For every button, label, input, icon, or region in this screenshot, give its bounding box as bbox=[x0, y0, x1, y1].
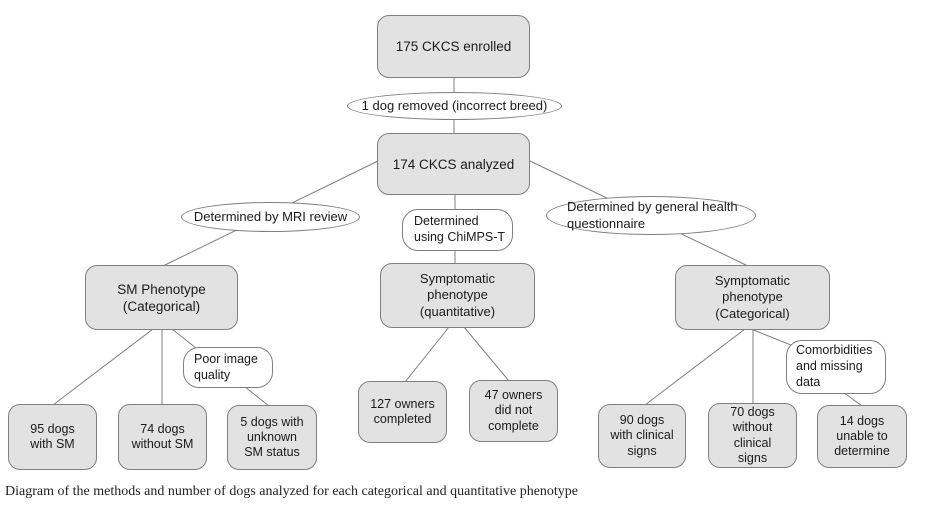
dogs-with-sm-box: 95 dogs with SM bbox=[8, 404, 97, 470]
dogs-clinical-signs-box: 90 dogs with clinical signs bbox=[598, 404, 686, 468]
dogs-without-sm-box: 74 dogs without SM bbox=[118, 404, 207, 470]
owners-completed-box: 127 owners completed bbox=[358, 381, 447, 443]
symptomatic-categorical-box: Symptomatic phenotype (Categorical) bbox=[675, 265, 830, 330]
analyzed-box: 174 CKCS analyzed bbox=[377, 133, 530, 195]
dogs-no-clinical-signs-box: 70 dogs without clinical signs bbox=[708, 403, 797, 468]
mri-review-label: Determined by MRI review bbox=[181, 202, 360, 232]
symptomatic-quantitative-box: Symptomatic phenotype (quantitative) bbox=[380, 263, 535, 328]
sm-phenotype-box: SM Phenotype (Categorical) bbox=[85, 265, 238, 330]
questionnaire-label: Determined by general health questionnai… bbox=[546, 196, 756, 235]
poor-image-quality-label: Poor image quality bbox=[183, 347, 273, 388]
removed-oval: 1 dog removed (incorrect breed) bbox=[347, 92, 562, 120]
chimps-label: Determined using ChiMPS-T bbox=[402, 209, 513, 251]
owners-not-completed-box: 47 owners did not complete bbox=[469, 380, 558, 442]
dogs-unable-determine-box: 14 dogs unable to determine bbox=[817, 405, 907, 468]
figure-caption: Diagram of the methods and number of dog… bbox=[5, 484, 579, 499]
enrolled-box: 175 CKCS enrolled bbox=[377, 15, 530, 78]
dogs-unknown-sm-box: 5 dogs with unknown SM status bbox=[227, 405, 317, 470]
comorbidities-label: Comorbidities and missing data bbox=[786, 340, 886, 394]
